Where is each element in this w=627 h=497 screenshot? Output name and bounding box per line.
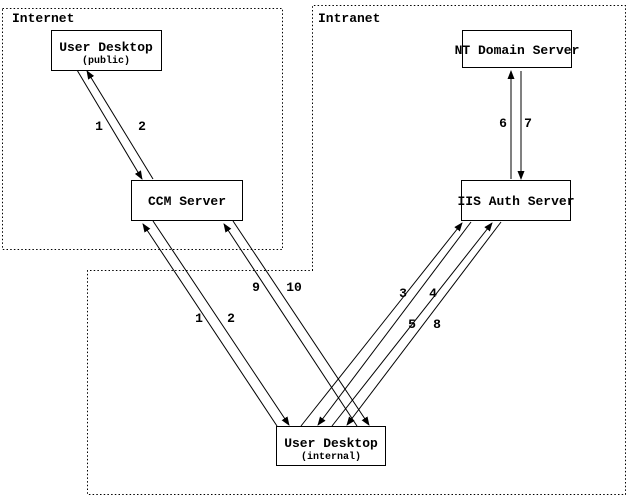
node-nt-domain-server: NT Domain Server <box>455 30 580 68</box>
node-ccm-server: CCM Server <box>131 180 243 221</box>
edge-ccm-to-internal-2 <box>152 220 290 426</box>
node-subtitle: (public) <box>82 55 130 67</box>
edge-ccm-to-public <box>86 70 154 180</box>
edge-label-3: 3 <box>399 286 407 301</box>
edge-internal-to-ccm-9 <box>223 223 358 427</box>
edge-label-internal-1: 1 <box>195 311 203 326</box>
edge-ccm-to-internal-10 <box>232 220 370 426</box>
edge-label-7: 7 <box>524 116 532 131</box>
edge-internal-to-iis-5 <box>331 222 493 427</box>
node-box <box>276 426 386 466</box>
node-iis-auth-server: IIS Auth Server <box>457 180 575 221</box>
edge-label-public-2: 2 <box>138 119 146 134</box>
edge-public-to-ccm <box>76 69 143 180</box>
node-title: CCM Server <box>148 194 226 209</box>
node-box <box>51 30 162 71</box>
internet-zone-label: Internet <box>12 11 74 26</box>
edge-label-public-1: 1 <box>95 119 103 134</box>
node-box <box>131 180 243 221</box>
node-box <box>461 180 571 221</box>
edge-internal-to-ccm-1 <box>142 223 278 427</box>
edge-label-10: 10 <box>286 280 302 295</box>
edge-iis-to-internal-4 <box>317 221 472 426</box>
edge-label-4: 4 <box>429 286 437 301</box>
edge-label-9: 9 <box>252 280 260 295</box>
edge-label-6: 6 <box>499 116 507 131</box>
edge-label-8: 8 <box>433 317 441 332</box>
internet-zone-boundary <box>2 8 283 250</box>
node-title: NT Domain Server <box>455 43 580 58</box>
edge-label-internal-2: 2 <box>227 311 235 326</box>
node-subtitle: (internal) <box>301 451 361 463</box>
intranet-zone-boundary <box>87 5 626 495</box>
node-title: User Desktop <box>59 40 153 55</box>
node-user-desktop-public: User Desktop (public) <box>51 30 162 71</box>
node-title: User Desktop <box>284 436 378 451</box>
node-box <box>462 30 572 68</box>
edge-internal-to-iis-3 <box>300 222 463 427</box>
node-title: IIS Auth Server <box>457 194 574 209</box>
node-user-desktop-internal: User Desktop (internal) <box>276 426 386 466</box>
edge-label-5: 5 <box>408 317 416 332</box>
edge-iis-to-internal-8 <box>346 221 502 426</box>
intranet-zone-label: Intranet <box>318 11 380 26</box>
